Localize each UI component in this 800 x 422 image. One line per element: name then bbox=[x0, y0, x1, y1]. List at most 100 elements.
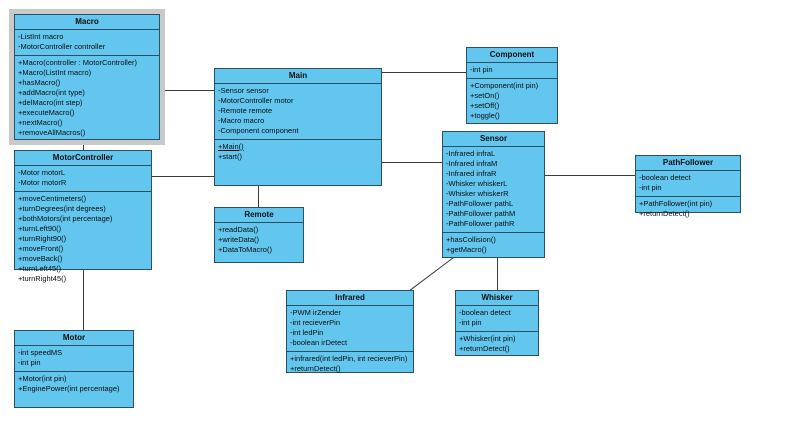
association-macro-main[interactable] bbox=[160, 90, 214, 91]
class-title-component: Component bbox=[467, 48, 557, 63]
class-attributes-macro: -ListInt macro -MotorController controll… bbox=[15, 30, 159, 56]
attribute: -PWM irZender bbox=[290, 308, 341, 317]
attribute: -int pin bbox=[639, 183, 662, 192]
class-box-remote[interactable]: Remote +readData() +writeData() +DataToM… bbox=[214, 207, 304, 263]
spacer bbox=[289, 374, 411, 378]
operation: +executeMacro() bbox=[18, 108, 75, 117]
class-operations-main: +Main() +start() bbox=[215, 140, 381, 187]
attribute: -ListInt macro bbox=[18, 32, 64, 41]
class-box-motorcontroller[interactable]: MotorController -Motor motorL -Motor mot… bbox=[14, 150, 152, 283]
class-box-sensor[interactable]: Sensor -Infrared infraL -Infrared infraM… bbox=[442, 131, 545, 258]
class-operations-macro: +Macro(controller : MotorController) +Ma… bbox=[15, 56, 159, 141]
attribute: -int recieverPin bbox=[290, 318, 341, 327]
operation: +returnDetect() bbox=[639, 209, 690, 218]
attribute: -MotorController motor bbox=[218, 96, 294, 105]
class-attributes-motor: -int speedMS -int pin bbox=[15, 346, 133, 372]
attribute: -Component component bbox=[218, 126, 299, 135]
class-box-motor[interactable]: Motor -int speedMS -int pin +Motor(int p… bbox=[14, 330, 134, 408]
attribute: -Remote remote bbox=[218, 106, 273, 115]
class-operations-infrared: +infrared(int ledPin, int recieverPin) +… bbox=[287, 352, 413, 381]
operation: +Component(int pin) bbox=[470, 81, 539, 90]
operation: +turnLeft90() bbox=[18, 224, 62, 233]
operation: +moveFront() bbox=[18, 244, 64, 253]
attribute: -Sensor sensor bbox=[218, 86, 269, 95]
operation: +Whisker(int pin) bbox=[459, 334, 516, 343]
attribute: -boolean detect bbox=[639, 173, 691, 182]
operation: +Macro(ListInt macro) bbox=[18, 68, 92, 77]
class-box-macro[interactable]: Macro -ListInt macro -MotorController co… bbox=[10, 10, 164, 144]
attribute: -int speedMS bbox=[18, 348, 63, 357]
operation: +turnRight90() bbox=[18, 234, 67, 243]
attribute: -boolean irDetect bbox=[290, 338, 348, 347]
operation: +PathFollower(int pin) bbox=[639, 199, 713, 208]
class-operations-sensor: +hasCollision() +getMacro() bbox=[443, 233, 544, 258]
association-sensor-pathfollower[interactable] bbox=[545, 175, 635, 176]
class-title-whisker: Whisker bbox=[456, 291, 538, 306]
class-title-main: Main bbox=[215, 69, 381, 84]
operation: +hasCollision() bbox=[446, 235, 496, 244]
association-sensor-infrared[interactable] bbox=[409, 256, 455, 291]
class-title-infrared: Infrared bbox=[287, 291, 413, 306]
attribute: -PathFollower pathM bbox=[446, 209, 516, 218]
operation: +returnDetect() bbox=[290, 364, 341, 373]
operation: +addMacro(int type) bbox=[18, 88, 85, 97]
operation: +writeData() bbox=[218, 235, 260, 244]
operation: +DataToMacro() bbox=[218, 245, 272, 254]
class-attributes-component: -int pin bbox=[467, 63, 557, 79]
operation: +turnRight45() bbox=[18, 274, 67, 283]
class-operations-remote: +readData() +writeData() +DataToMacro() bbox=[215, 223, 303, 258]
association-motorcontroller-main[interactable] bbox=[152, 176, 214, 177]
class-operations-pathfollower: +PathFollower(int pin) +returnDetect() bbox=[636, 197, 740, 222]
operation: +setOff() bbox=[470, 101, 500, 110]
class-attributes-main: -Sensor sensor -MotorController motor -R… bbox=[215, 84, 381, 140]
class-title-pathfollower: PathFollower bbox=[636, 156, 740, 171]
class-operations-motorcontroller: +moveCentimeters() +turnDegrees(int degr… bbox=[15, 192, 151, 287]
operation: +returnDetect() bbox=[459, 344, 510, 353]
operation: +moveBack() bbox=[18, 254, 63, 263]
association-motorcontroller-motor[interactable] bbox=[83, 268, 84, 330]
class-title-macro: Macro bbox=[15, 15, 159, 30]
class-box-pathfollower[interactable]: PathFollower -boolean detect -int pin +P… bbox=[635, 155, 741, 218]
operation: +moveCentimeters() bbox=[18, 194, 87, 203]
class-attributes-sensor: -Infrared infraL -Infrared infraM -Infra… bbox=[443, 147, 544, 233]
operation: +turnLeft45() bbox=[18, 264, 62, 273]
class-box-infrared[interactable]: Infrared -PWM irZender -int recieverPin … bbox=[286, 290, 414, 373]
attribute: -Infrared infraR bbox=[446, 169, 497, 178]
spacer bbox=[17, 394, 131, 398]
operation: +readData() bbox=[218, 225, 259, 234]
attribute: -int pin bbox=[470, 65, 493, 74]
attribute: -Infrared infraL bbox=[446, 149, 496, 158]
operation: +toggle() bbox=[470, 111, 500, 120]
class-operations-motor: +Motor(int pin) +EnginePower(int percent… bbox=[15, 372, 133, 401]
attribute: -Macro macro bbox=[218, 116, 265, 125]
class-attributes-motorcontroller: -Motor motorL -Motor motorR bbox=[15, 166, 151, 192]
attribute: -Motor motorR bbox=[18, 178, 67, 187]
association-macro-motorcontroller[interactable] bbox=[83, 140, 84, 152]
operation: +infrared(int ledPin, int recieverPin) bbox=[290, 354, 408, 363]
association-main-sensor[interactable] bbox=[382, 162, 442, 163]
class-title-motor: Motor bbox=[15, 331, 133, 346]
class-box-whisker[interactable]: Whisker -boolean detect -int pin +Whiske… bbox=[455, 290, 539, 356]
attribute: -int pin bbox=[459, 318, 482, 327]
attribute: -PathFollower pathR bbox=[446, 219, 515, 228]
class-attributes-whisker: -boolean detect -int pin bbox=[456, 306, 538, 332]
association-main-remote[interactable] bbox=[258, 182, 259, 207]
class-box-main[interactable]: Main -Sensor sensor -MotorController mot… bbox=[214, 68, 382, 186]
class-operations-component: +Component(int pin) +setOn() +setOff() +… bbox=[467, 79, 557, 124]
attribute: -Whisker whiskerL bbox=[446, 179, 508, 188]
attribute: -int pin bbox=[18, 358, 41, 367]
association-main-component[interactable] bbox=[382, 72, 466, 73]
operation: +Motor(int pin) bbox=[18, 374, 67, 383]
class-operations-whisker: +Whisker(int pin) +returnDetect() bbox=[456, 332, 538, 357]
operation: +delMacro(int step) bbox=[18, 98, 83, 107]
operation: +getMacro() bbox=[446, 245, 487, 254]
attribute: -Infrared infraM bbox=[446, 159, 498, 168]
association-sensor-whisker[interactable] bbox=[497, 258, 498, 290]
class-box-component[interactable]: Component -int pin +Component(int pin) +… bbox=[466, 47, 558, 124]
attribute: -Motor motorL bbox=[18, 168, 66, 177]
operation: +removeAllMacros() bbox=[18, 128, 86, 137]
operation: +start() bbox=[218, 152, 242, 161]
operation: +setOn() bbox=[470, 91, 500, 100]
class-title-motorcontroller: MotorController bbox=[15, 151, 151, 166]
